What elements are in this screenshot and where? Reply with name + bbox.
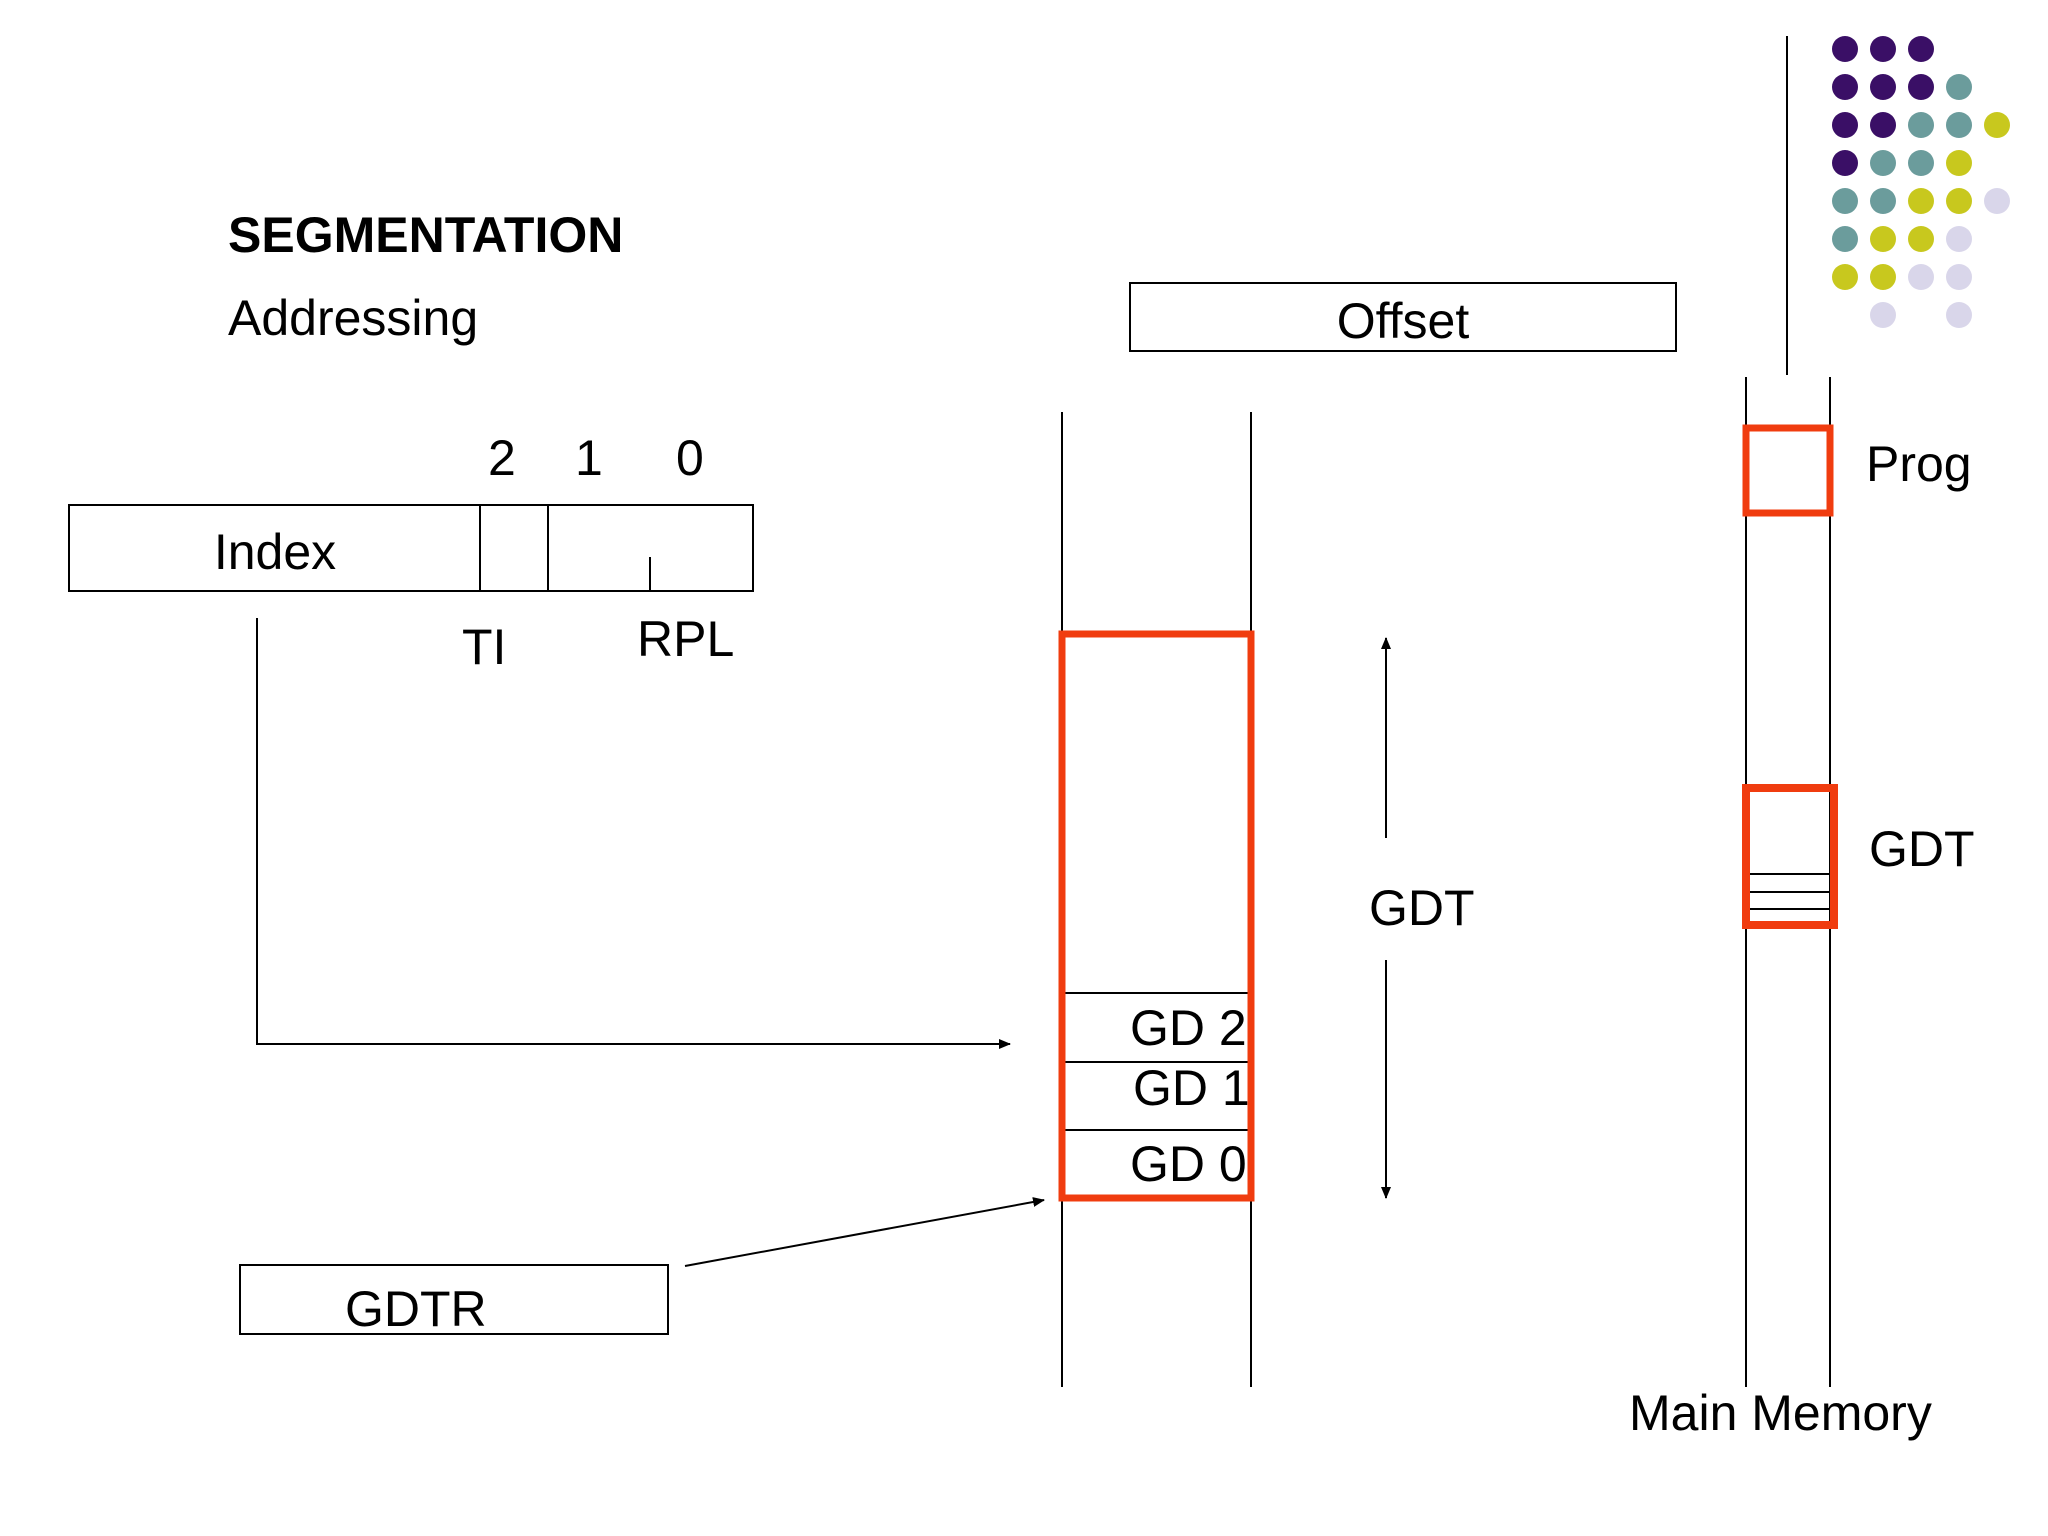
decor-dot <box>1908 188 1934 214</box>
decor-dot <box>1946 112 1972 138</box>
selector-index-label: Index <box>213 524 337 580</box>
decor-dot <box>1832 74 1858 100</box>
decor-dot <box>1870 74 1896 100</box>
decor-dot <box>1908 226 1934 252</box>
offset-box <box>1129 282 1677 352</box>
gdtr-label: GDTR <box>345 1281 487 1337</box>
decor-dot <box>1908 74 1934 100</box>
selector-register <box>68 504 754 592</box>
decor-dot <box>1870 36 1896 62</box>
index-to-gdt-arrow <box>256 618 1011 1049</box>
decor-dot <box>1908 112 1934 138</box>
decor-dot <box>1984 112 2010 138</box>
decor-dot <box>1946 302 1972 328</box>
decor-dot <box>1908 150 1934 176</box>
decor-dot <box>1908 264 1934 290</box>
decor-dot <box>1946 150 1972 176</box>
gdt-entry-gd0: GD 0 <box>1130 1139 1247 1189</box>
bit-number-0: 0 <box>676 430 704 486</box>
gdtr-register <box>239 1264 669 1335</box>
memory-prog-label: Prog <box>1866 436 1972 492</box>
rpl-label: RPL <box>637 611 735 667</box>
decor-dot <box>1870 188 1896 214</box>
decor-dot <box>1946 188 1972 214</box>
offset-label: Offset <box>1336 293 1470 349</box>
slide-title: SEGMENTATION <box>228 207 624 263</box>
decor-dot <box>1870 226 1896 252</box>
decor-dot <box>1832 112 1858 138</box>
bit-number-1: 1 <box>575 430 603 486</box>
slide-subtitle: Addressing <box>228 290 479 346</box>
bit-number-2: 2 <box>488 430 516 486</box>
decor-dot <box>1870 112 1896 138</box>
gdt-span-label: GDT <box>1369 880 1475 936</box>
decor-dot <box>1946 226 1972 252</box>
decor-dot <box>1984 188 2010 214</box>
gdtr-to-gdt-arrow <box>684 1197 1045 1267</box>
gdt-entry-gd2: GD 2 <box>1130 1003 1247 1053</box>
decor-dot <box>1946 74 1972 100</box>
decor-dot <box>1832 150 1858 176</box>
decor-dot <box>1832 264 1858 290</box>
memory-gdt-label: GDT <box>1869 821 1975 877</box>
ti-label: TI <box>462 619 507 675</box>
decor-dot <box>1908 36 1934 62</box>
decor-dot <box>1832 36 1858 62</box>
decor-dot <box>1832 226 1858 252</box>
main-memory-label: Main Memory <box>1629 1385 1932 1441</box>
decor-dot <box>1870 302 1896 328</box>
decor-dot <box>1832 188 1858 214</box>
memory-gdt-block <box>1742 784 1838 929</box>
gdt-entry-gd1: GD 1 <box>1133 1063 1248 1113</box>
memory-prog-block <box>1742 424 1834 517</box>
decor-dot <box>1870 264 1896 290</box>
gdt-highlight-box <box>1058 630 1255 1202</box>
decor-dot <box>1870 150 1896 176</box>
decor-dot <box>1946 264 1972 290</box>
